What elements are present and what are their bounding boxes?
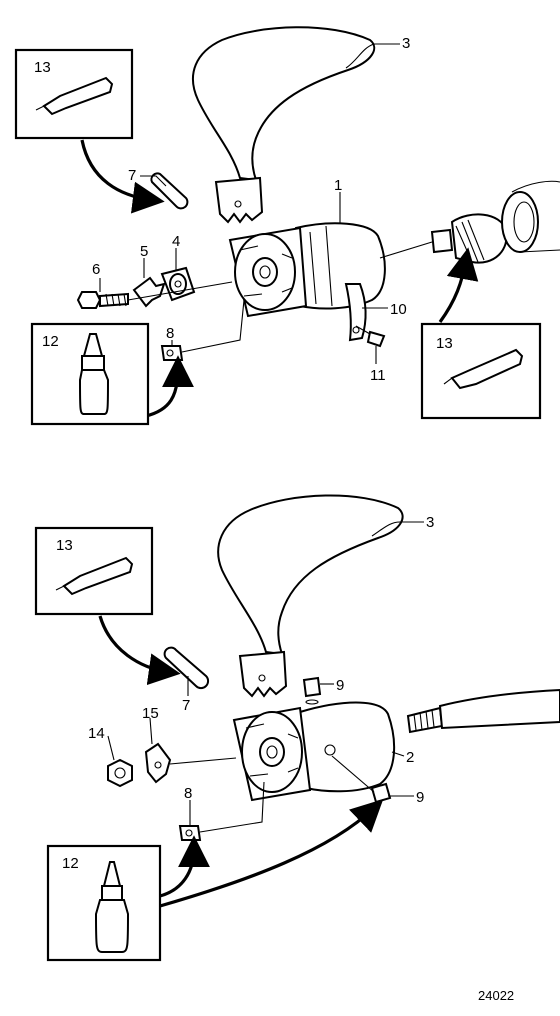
callout-8-bottom: 8 xyxy=(184,785,192,802)
top-box-locking-fluid xyxy=(30,322,150,426)
callout-8: 8 xyxy=(166,325,174,342)
top-shaft xyxy=(379,180,560,264)
top-arrow-grease-right xyxy=(438,247,479,323)
callout-7-bottom: 7 xyxy=(182,697,190,714)
callout-12-bottom: 12 xyxy=(62,855,79,872)
callout-9-top: 9 xyxy=(336,677,344,694)
callout-1: 1 xyxy=(334,177,342,194)
bottom-washer xyxy=(144,742,172,784)
top-box-grease-right xyxy=(420,322,542,420)
callout-5: 5 xyxy=(140,243,148,260)
top-box-grease-left xyxy=(14,48,134,140)
callout-3: 3 xyxy=(402,35,410,52)
top-arrow-grease-left xyxy=(80,139,165,214)
figure-number: 24022 xyxy=(478,988,514,1003)
callout-14: 14 xyxy=(88,725,105,742)
top-screw xyxy=(355,325,386,348)
bottom-plug-top xyxy=(302,676,322,705)
callout-11: 11 xyxy=(370,367,386,384)
grease-tube-icon xyxy=(62,556,134,596)
callout-15: 15 xyxy=(142,705,159,722)
top-hub-body xyxy=(228,222,386,318)
bottom-arrow-locking-fluid-a xyxy=(159,835,210,898)
bottom-assembly: 3 7 9 2 14 15 8 9 13 12 xyxy=(34,494,560,962)
callout-13-left: 13 xyxy=(34,59,51,76)
callout-3-bottom: 3 xyxy=(426,514,434,531)
callout-7: 7 xyxy=(128,167,136,184)
callout-2: 2 xyxy=(406,749,414,766)
top-nut xyxy=(160,266,196,302)
callout-10: 10 xyxy=(390,301,407,318)
callout-9-side: 9 xyxy=(416,789,424,806)
bottom-nut xyxy=(107,758,133,788)
top-arrow-locking-fluid xyxy=(145,355,194,418)
grease-tube-icon xyxy=(450,348,524,390)
top-tab-washer xyxy=(344,283,367,342)
grease-tube-icon xyxy=(42,76,114,116)
top-pin xyxy=(150,172,189,210)
bottom-hub-body xyxy=(232,701,396,802)
callout-13-bottom: 13 xyxy=(56,537,73,554)
bottom-leaders xyxy=(107,521,424,826)
bottom-propeller-blade xyxy=(217,494,404,698)
bottom-arrow-grease xyxy=(98,615,181,686)
top-assembly: 3 7 1 4 5 6 8 10 11 13 12 13 xyxy=(14,26,560,426)
bottom-plug-side xyxy=(331,755,392,804)
bottom-box-locking-fluid xyxy=(46,844,162,962)
top-washer xyxy=(132,276,166,308)
callout-6: 6 xyxy=(92,261,100,278)
bottom-shaft xyxy=(406,688,560,734)
bottom-arrow-locking-fluid-b xyxy=(159,799,384,908)
bottom-pin xyxy=(163,646,210,690)
callout-12: 12 xyxy=(42,333,59,350)
top-propeller-blade xyxy=(191,26,376,224)
bottom-box-grease xyxy=(34,526,154,616)
top-bolt xyxy=(76,291,129,309)
callout-4: 4 xyxy=(172,233,180,250)
callout-13-right: 13 xyxy=(436,335,453,352)
